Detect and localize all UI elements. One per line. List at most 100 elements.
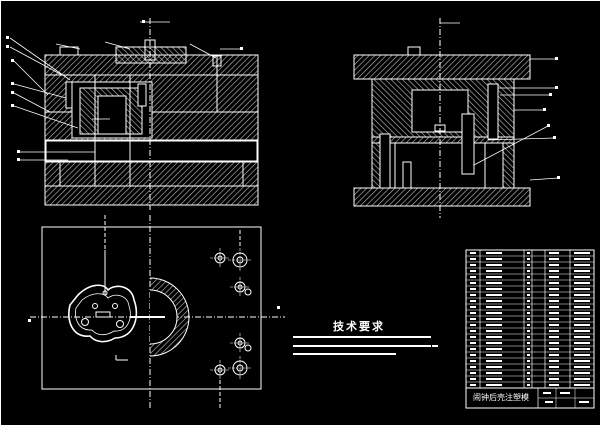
parts-cell-mark: [574, 300, 590, 302]
parts-cell-mark: [574, 384, 590, 386]
technical-notes-lines: [293, 336, 438, 355]
parts-cell-mark: [486, 378, 502, 380]
parts-cell-mark: [527, 288, 530, 290]
parts-cell-mark: [549, 360, 559, 362]
parts-cell-mark: [486, 294, 502, 296]
parts-cell-mark: [486, 342, 502, 344]
parts-cell-mark: [527, 318, 530, 320]
parts-cell-mark: [549, 300, 559, 302]
side-section-view: [353, 18, 560, 218]
parts-cell-mark: [574, 330, 590, 332]
parts-cell-mark: [549, 324, 559, 326]
parts-cell-mark: [549, 276, 559, 278]
parts-cell-mark: [574, 264, 590, 266]
parts-cell-mark: [549, 294, 559, 296]
parts-cell-mark: [470, 342, 476, 344]
parts-cell-mark: [574, 348, 590, 350]
parts-cell-mark: [470, 348, 476, 350]
parts-cell-mark: [527, 312, 530, 314]
parts-cell-mark: [527, 342, 530, 344]
parts-cell-mark: [574, 258, 590, 260]
parts-cell-mark: [549, 342, 559, 344]
parts-cell-mark: [574, 366, 590, 368]
parts-cell-mark: [549, 252, 559, 254]
parts-cell-mark: [486, 264, 502, 266]
main-section-view: [6, 18, 259, 210]
parts-cell-mark: [470, 276, 476, 278]
parts-cell-mark: [470, 378, 476, 380]
parts-cell-mark: [470, 372, 476, 374]
parts-cell-mark: [574, 270, 590, 272]
parts-cell-mark: [470, 264, 476, 266]
parts-cell-mark: [527, 354, 530, 356]
parts-cell-mark: [470, 270, 476, 272]
parts-cell-mark: [527, 306, 530, 308]
title-block-drawing-name: 闹钟后壳注塑模: [473, 393, 529, 402]
parts-cell-mark: [470, 384, 476, 386]
parts-cell-mark: [527, 258, 530, 260]
parts-cell-mark: [549, 348, 559, 350]
parts-cell-mark: [470, 300, 476, 302]
parts-cell-mark: [486, 258, 502, 260]
parts-cell-mark: [486, 330, 502, 332]
parts-cell-mark: [574, 294, 590, 296]
parts-cell-mark: [574, 324, 590, 326]
parts-cell-mark: [527, 360, 530, 362]
parts-cell-mark: [549, 270, 559, 272]
parts-cell-mark: [527, 348, 530, 350]
parts-cell-mark: [470, 252, 476, 254]
parts-cell-mark: [549, 258, 559, 260]
parts-cell-mark: [527, 336, 530, 338]
parts-cell-mark: [527, 252, 530, 254]
parts-cell-mark: [574, 378, 590, 380]
parts-cell-mark: [486, 282, 502, 284]
parts-cell-mark: [574, 276, 590, 278]
parts-cell-mark: [549, 306, 559, 308]
parts-cell-mark: [470, 366, 476, 368]
parts-cell-mark: [486, 384, 502, 386]
parts-cell-mark: [527, 330, 530, 332]
parts-cell-mark: [549, 354, 559, 356]
parts-cell-mark: [527, 372, 530, 374]
parts-cell-mark: [549, 330, 559, 332]
parts-cell-mark: [574, 372, 590, 374]
parts-cell-mark: [574, 354, 590, 356]
parts-cell-mark: [486, 270, 502, 272]
parts-cell-mark: [486, 300, 502, 302]
parts-cell-mark: [486, 372, 502, 374]
parts-cell-mark: [574, 312, 590, 314]
parts-cell-mark: [549, 378, 559, 380]
parts-cell-mark: [549, 384, 559, 386]
parts-cell-mark: [527, 282, 530, 284]
parts-cell-mark: [527, 324, 530, 326]
parts-cell-mark: [574, 282, 590, 284]
parts-cell-mark: [574, 252, 590, 254]
parts-cell-mark: [527, 366, 530, 368]
parts-cell-mark: [549, 288, 559, 290]
plan-view: [28, 215, 285, 410]
parts-cell-mark: [470, 354, 476, 356]
parts-cell-mark: [470, 336, 476, 338]
parts-cell-mark: [486, 306, 502, 308]
parts-cell-mark: [574, 342, 590, 344]
parts-cell-mark: [527, 270, 530, 272]
parts-cell-mark: [486, 336, 502, 338]
parts-cell-mark: [549, 318, 559, 320]
parts-cell-mark: [527, 300, 530, 302]
parts-cell-mark: [574, 288, 590, 290]
parts-cell-mark: [486, 360, 502, 362]
parts-cell-mark: [486, 318, 502, 320]
parts-cell-mark: [549, 282, 559, 284]
parts-cell-mark: [470, 282, 476, 284]
parts-cell-mark: [527, 276, 530, 278]
parts-cell-mark: [574, 360, 590, 362]
parts-cell-mark: [549, 366, 559, 368]
parts-cell-mark: [470, 258, 476, 260]
parts-cell-mark: [470, 306, 476, 308]
parts-cell-mark: [470, 318, 476, 320]
parts-cell-mark: [470, 288, 476, 290]
parts-cell-mark: [549, 264, 559, 266]
technical-requirements-title: 技术要求: [333, 320, 385, 333]
parts-cell-mark: [470, 324, 476, 326]
